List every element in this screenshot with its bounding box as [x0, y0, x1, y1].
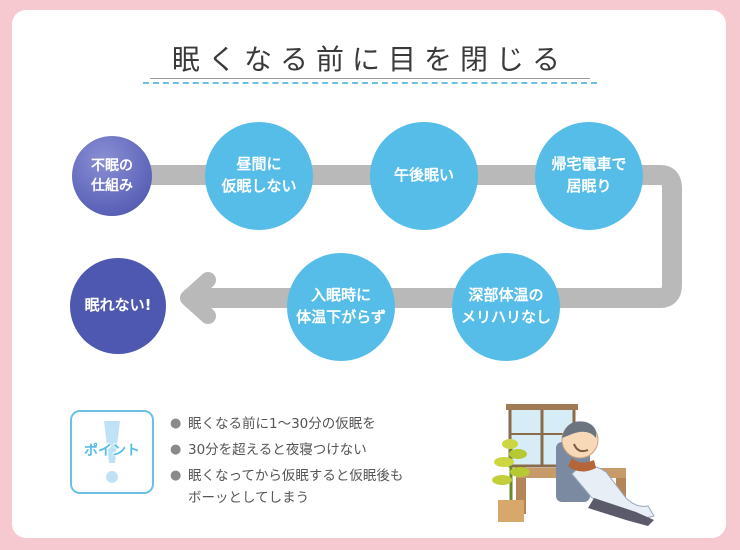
tip-item: ● 眠くなる前に1〜30分の仮眠を — [170, 413, 470, 435]
bullet-icon: ● — [170, 416, 182, 431]
page-title: 眠くなる前に目を閉じる — [171, 43, 568, 76]
flow-step-5: 入眠時に 体温下がらず — [287, 253, 395, 361]
bullet-icon: ● — [170, 468, 182, 483]
flow-start-circle: 不眠の 仕組み — [72, 136, 152, 216]
title-dashed-underline — [143, 82, 597, 84]
flow-arrow-line — [110, 165, 682, 308]
tip-item: ● 眠くなってから仮眠すると仮眠後も ボーッとしてしまう — [170, 465, 470, 509]
flow-step-3: 帰宅電車で 居眠り — [535, 122, 643, 230]
flow-arrowhead — [180, 272, 216, 324]
tips-list: ● 眠くなる前に1〜30分の仮眠を ● 30分を超えると夜寝つけない ● 眠くな… — [170, 413, 470, 513]
flow-step-2: 午後眠い — [370, 122, 478, 230]
napping-man-illustration — [492, 404, 655, 526]
tip-item: ● 30分を超えると夜寝つけない — [170, 439, 470, 461]
tip-text: 30分を超えると夜寝つけない — [188, 442, 367, 458]
bullet-icon: ● — [170, 442, 182, 457]
point-label: ポイント — [84, 443, 140, 459]
title-underline — [150, 78, 590, 79]
tip-text: 眠くなってから仮眠すると仮眠後も ボーッとしてしまう — [188, 468, 404, 506]
flow-step-1: 昼間に 仮眠しない — [205, 122, 313, 230]
point-box: ポイント — [70, 410, 154, 494]
exclamation-icon — [104, 421, 120, 483]
tip-text: 眠くなる前に1〜30分の仮眠を — [188, 416, 376, 432]
flow-end-circle: 眠れない! — [70, 258, 166, 354]
flow-step-4: 深部体温の メリハリなし — [452, 253, 560, 361]
